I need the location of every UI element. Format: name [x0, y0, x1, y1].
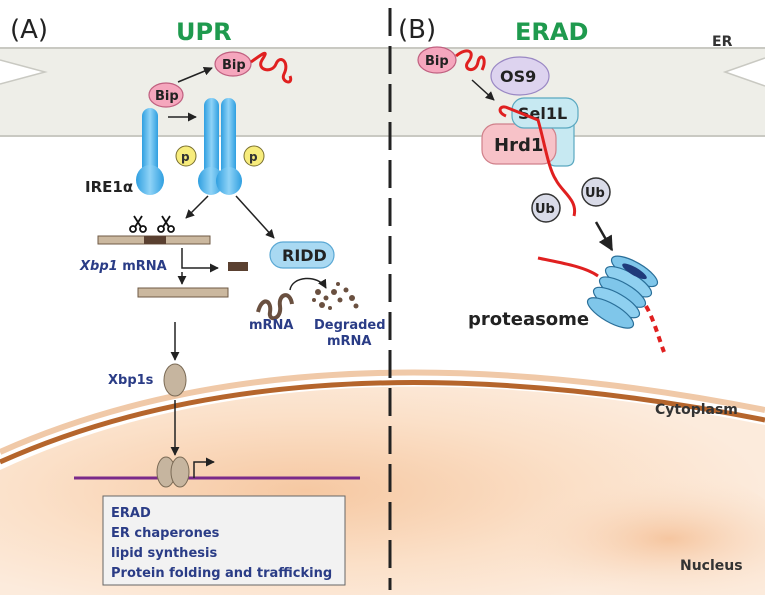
os9-protein — [490, 56, 550, 96]
xbp1s-label: Xbp1s — [108, 373, 154, 388]
ire1-dimer-b — [221, 98, 236, 190]
ire1-monomer-domain — [136, 165, 164, 195]
panel-b-title: ERAD — [515, 18, 588, 46]
ubiquitin-1-label: Ub — [535, 202, 555, 217]
scissors-icon — [129, 215, 147, 233]
nuclear-envelope — [0, 380, 765, 465]
scissors-icon — [157, 215, 175, 233]
ubiquitin-2 — [581, 177, 611, 207]
er-notch-left — [0, 59, 48, 85]
panel-a-letter: (A) — [10, 15, 48, 45]
ubiquitin-1 — [531, 193, 561, 223]
target-erad: ERAD — [111, 506, 151, 521]
arrow-bip-release — [177, 66, 213, 83]
panel-b-letter: (B) — [398, 15, 436, 45]
excised-intron — [228, 262, 248, 271]
degraded-mrna-fragments — [312, 282, 359, 310]
bip-released-label: Bip — [222, 58, 246, 73]
region-nucleus-label: Nucleus — [680, 558, 743, 574]
proteasome-label: proteasome — [468, 309, 589, 330]
unfolded-protein-b — [455, 49, 486, 71]
ire1-label: IRE1α — [85, 178, 133, 196]
unfolded-protein-a — [250, 51, 293, 84]
ire1-dimer-a — [204, 98, 219, 190]
bip-bound-label: Bip — [155, 89, 179, 104]
nucleus-glow — [380, 454, 765, 595]
bip-erad — [417, 46, 457, 74]
ridd-box — [269, 241, 335, 269]
proteasome-icon — [586, 255, 659, 329]
substrate-entering — [537, 256, 599, 278]
peptide-fragments — [644, 305, 666, 353]
er-notch-right — [722, 57, 765, 87]
sel1l-protein — [511, 97, 579, 129]
nuclear-envelope-outer — [0, 369, 765, 455]
arrow-splice — [181, 248, 219, 273]
arrow-to-ridd — [235, 195, 275, 239]
panel-a-title: UPR — [176, 18, 232, 46]
target-folding: Protein folding and trafficking — [111, 566, 332, 581]
bip-released — [214, 51, 252, 77]
er-lumen — [0, 48, 765, 136]
bip-erad-label: Bip — [425, 54, 449, 69]
bip-bound — [148, 82, 184, 108]
phosphate-left — [175, 145, 197, 167]
ire1-dimer-domain-a — [198, 167, 224, 195]
degraded-label-2: mRNA — [327, 334, 372, 349]
phosphate-right — [243, 145, 265, 167]
spliced-xbp1-bar — [137, 287, 229, 298]
phosphate-right-label: p — [249, 150, 258, 164]
ridd-label: RIDD — [282, 246, 327, 265]
xbp1-mrna-label: Xbp1 mRNA — [79, 259, 167, 274]
target-lipid: lipid synthesis — [111, 546, 217, 561]
transcription-arrow — [193, 457, 215, 478]
xbp1-intron — [144, 236, 166, 244]
arrow-to-proteasome — [594, 221, 614, 252]
xbp1s-dimer-b — [170, 456, 190, 488]
mrna-label: mRNA — [249, 318, 294, 333]
substrate-thread — [498, 105, 577, 217]
region-er-label: ER — [712, 34, 733, 50]
mrna-squiggle — [256, 293, 294, 321]
ubiquitin-2-label: Ub — [585, 186, 605, 201]
target-chaperones: ER chaperones — [111, 526, 220, 541]
target-genes-box — [102, 495, 346, 586]
region-cytoplasm-label: Cytoplasm — [655, 402, 738, 418]
hrd1-label: Hrd1 — [494, 135, 543, 156]
xbp1s-protein — [163, 363, 187, 397]
ire1-dimer-domain-b — [216, 167, 242, 195]
ridd-degradation-arrow — [289, 277, 327, 291]
degraded-label-1: Degraded — [314, 318, 386, 333]
os9-label: OS9 — [500, 67, 536, 86]
arrow-bip-to-os9 — [471, 79, 495, 101]
arrow-to-splicing — [185, 195, 209, 219]
phosphate-left-label: p — [181, 150, 190, 164]
